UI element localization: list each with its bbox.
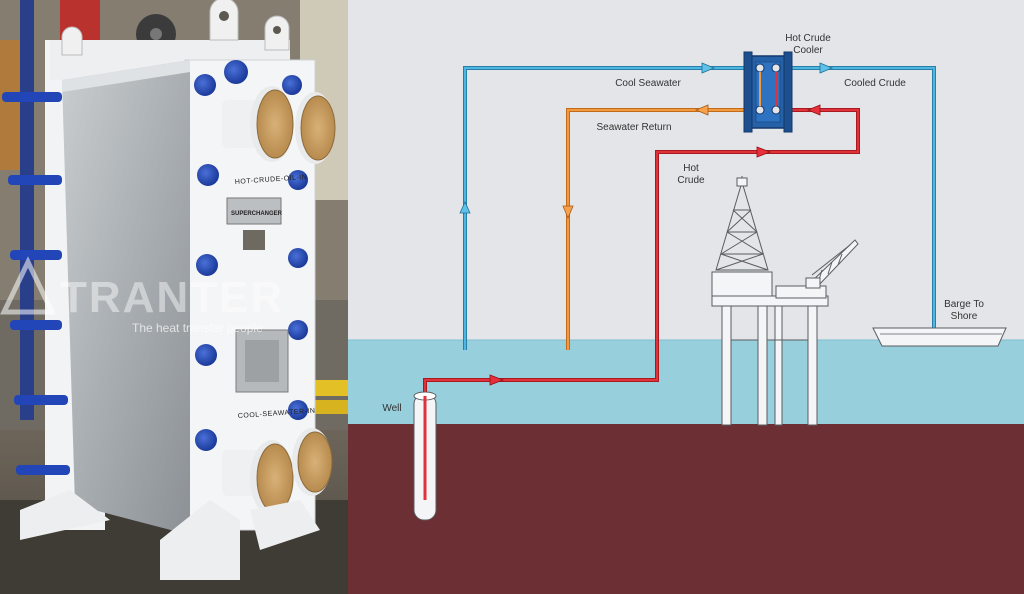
offshore-cooling-diagram: Hot Crude Cooler Cool Seawater Cooled Cr… xyxy=(348,0,1024,594)
seawater-return-label: Seawater Return xyxy=(596,122,671,133)
barge xyxy=(872,327,1007,347)
nameplate-text: SUPERCHANGER xyxy=(231,211,283,217)
barge-label-line1: Barge To xyxy=(944,299,984,310)
tranter-watermark: TRANTER The heat transfer people xyxy=(0,256,284,335)
watermark-tagline: The heat transfer people xyxy=(132,321,263,335)
arrow-cool-right xyxy=(701,62,716,74)
cooler-label-line2: Cooler xyxy=(793,45,823,56)
arrow-return-left xyxy=(694,104,709,116)
well-label: Well xyxy=(382,403,401,414)
arrow-return-down xyxy=(562,205,574,220)
arrow-hot-left xyxy=(806,104,821,116)
flow-arrows xyxy=(459,62,834,386)
well xyxy=(413,391,437,521)
hot-crude-cooler xyxy=(743,51,793,133)
cool-seawater-label: Cool Seawater xyxy=(615,78,681,89)
heat-exchanger-photo: HOT-CRUDE-OIL-IN COOL-SEAWATER-IN SUPERC… xyxy=(0,0,348,594)
hot-crude-label-line2: Crude xyxy=(677,175,705,186)
barge-label-line2: Shore xyxy=(951,311,978,322)
cooled-crude-label: Cooled Crude xyxy=(844,78,906,89)
seawater-return-pipe xyxy=(566,108,752,350)
arrow-hot-right-2 xyxy=(756,146,772,158)
seabed-layer xyxy=(348,424,1024,594)
arrow-cool-up xyxy=(459,201,471,214)
hot-crude-pipe xyxy=(423,108,860,500)
arrow-cooled-right xyxy=(819,62,834,74)
watermark-brand: TRANTER xyxy=(60,273,284,322)
cooled-crude-pipe xyxy=(786,66,936,330)
cooler-label-line1: Hot Crude xyxy=(785,33,831,44)
hot-crude-label-line1: Hot xyxy=(683,163,699,174)
arrow-hot-right-1 xyxy=(489,374,505,386)
sky-background xyxy=(348,0,1024,340)
oil-platform xyxy=(711,176,859,426)
cool-seawater-pipe xyxy=(463,66,750,350)
